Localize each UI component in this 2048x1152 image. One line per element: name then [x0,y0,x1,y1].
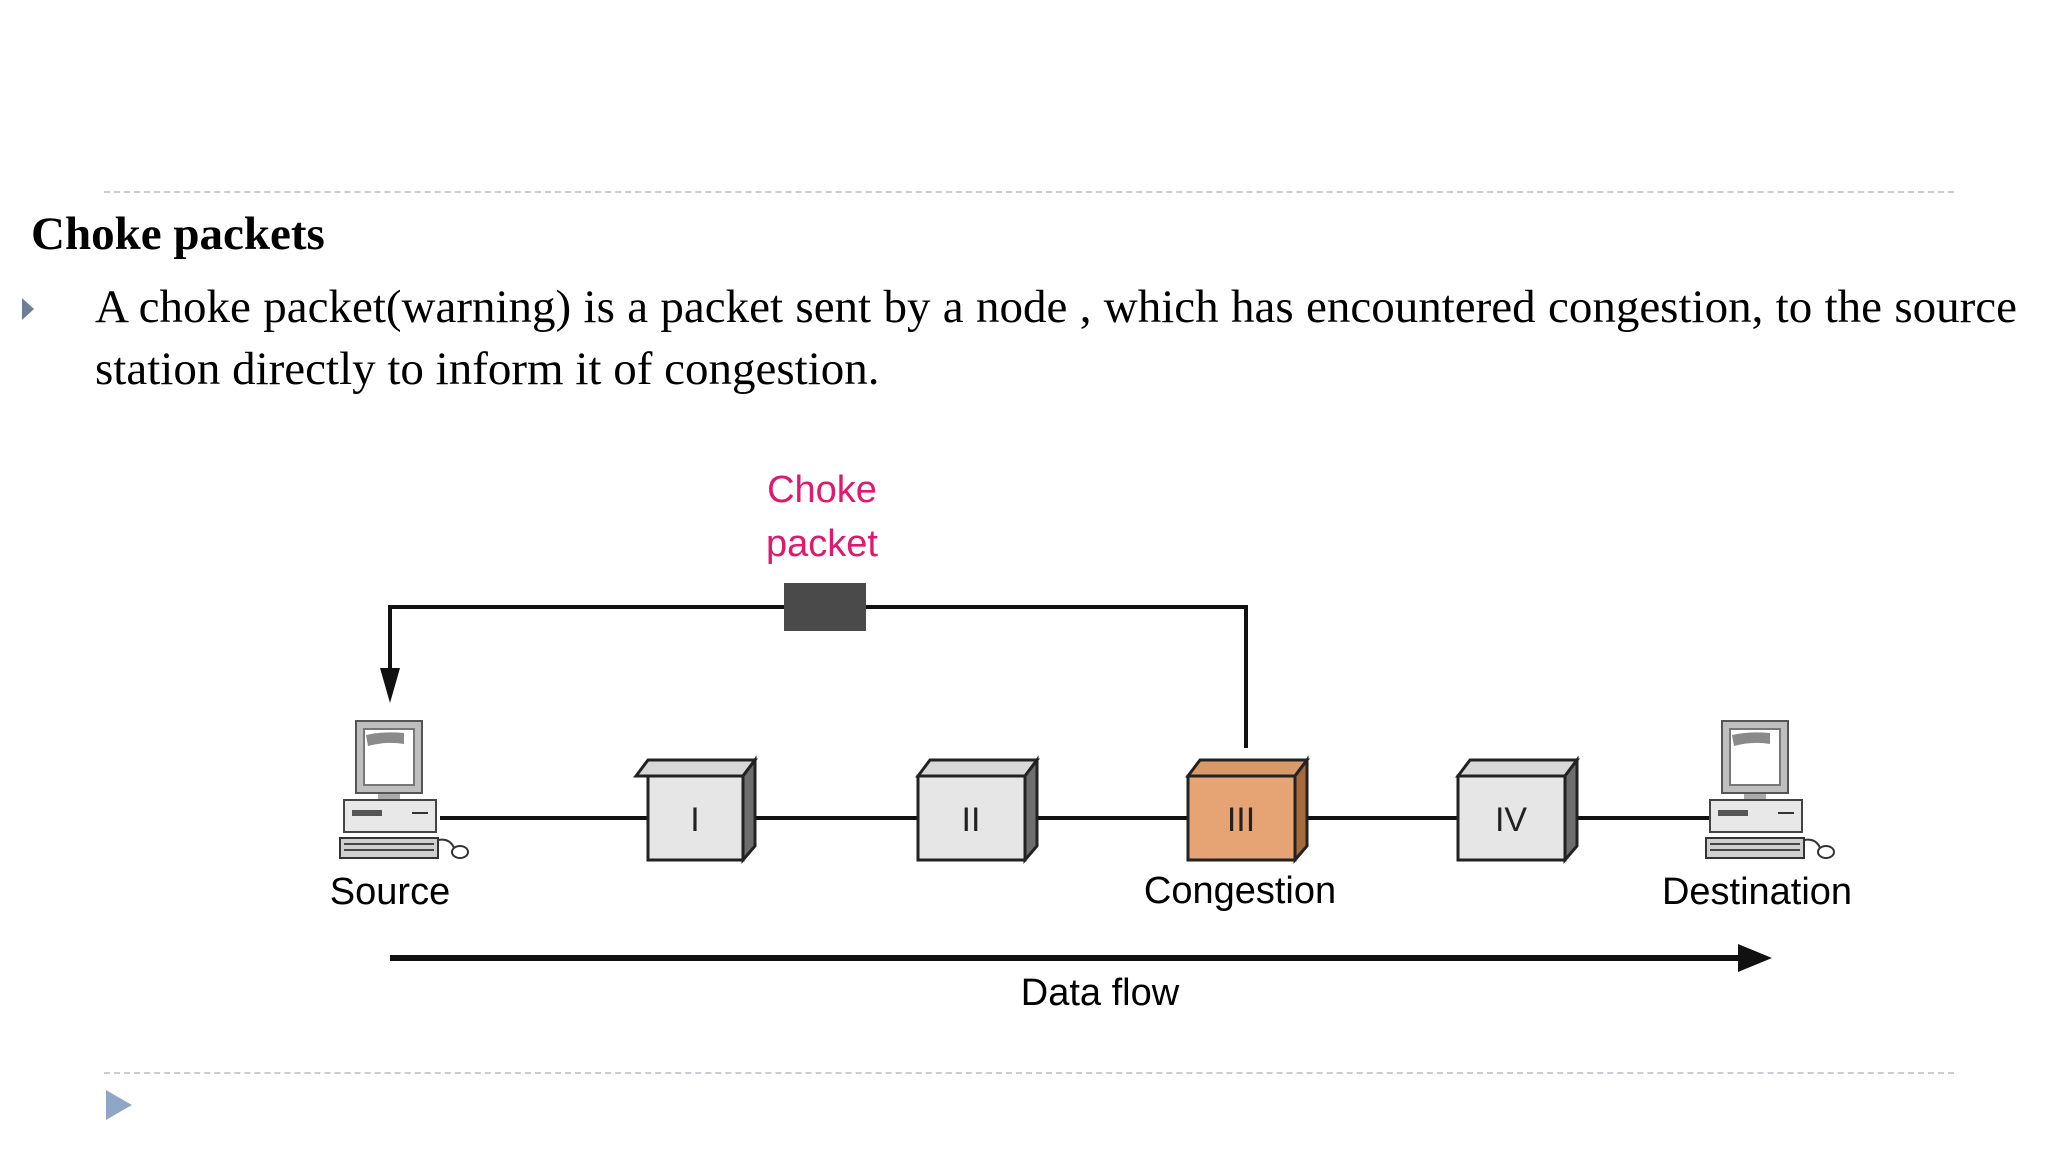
data-flow-label: Data flow [1021,972,1180,1014]
data-flow-arrowhead [1738,944,1772,972]
router-4: IV [1455,755,1580,865]
router-1-label: I [690,801,699,839]
choke-packet [784,583,866,631]
destination-computer-icon [1705,720,1835,859]
destination-label: Destination [1662,871,1852,913]
source-computer-icon [339,720,469,859]
feedback-arrowhead [380,668,400,703]
choke-label-line1: Choke [767,469,877,511]
router-3-congested: III [1185,755,1310,865]
router-2: II [915,755,1040,865]
choke-label-line2: packet [766,523,878,565]
router-4-label: IV [1495,801,1527,839]
bullet-text: A choke packet(warning) is a packet sent… [95,281,2017,395]
router-1: I [633,755,758,865]
triangle-bullet-icon [22,298,34,320]
next-slide-icon[interactable] [104,1088,134,1122]
source-label: Source [330,871,450,913]
slide-title: Choke packets [31,208,325,260]
router-3-label: III [1227,801,1255,839]
bottom-divider [104,1072,1954,1074]
congestion-label: Congestion [1144,870,1336,912]
top-divider [104,191,1954,193]
router-2-label: II [962,801,981,839]
